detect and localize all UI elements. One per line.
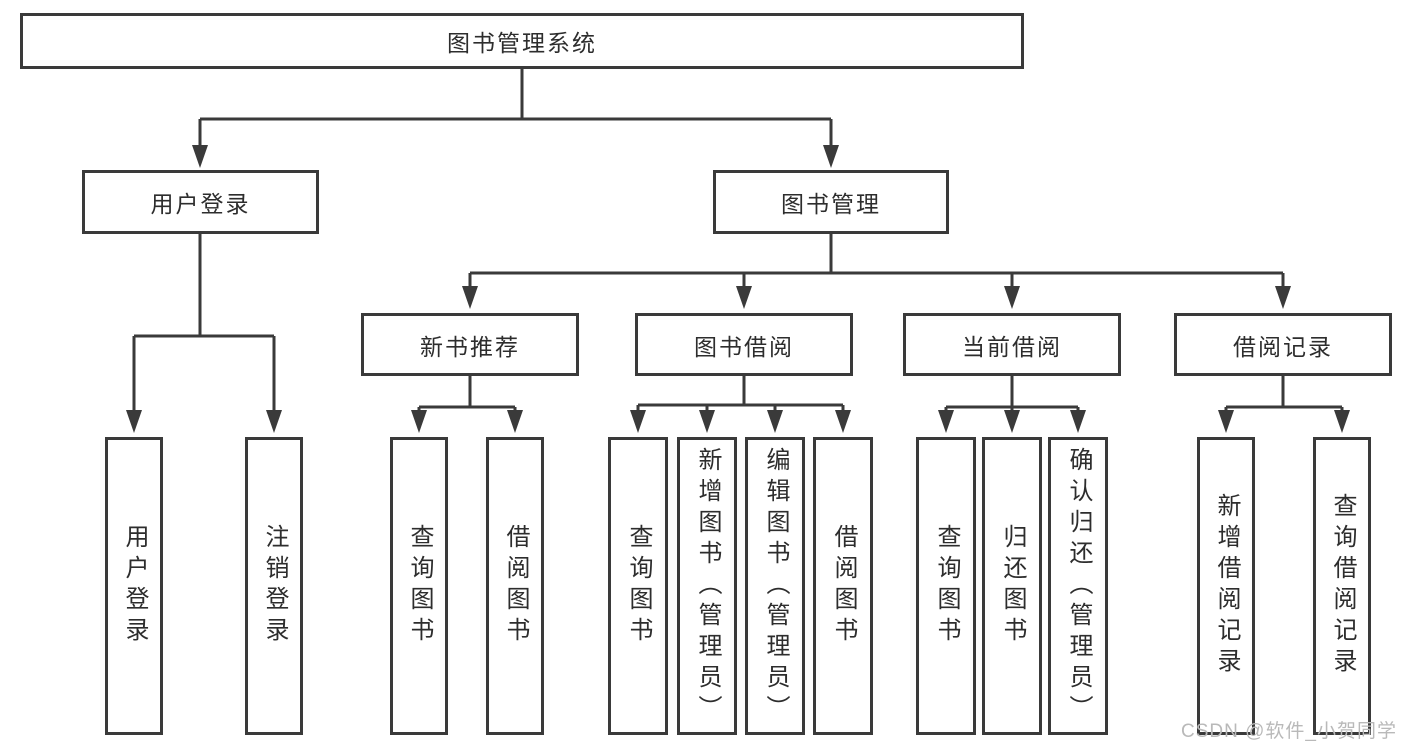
arrowhead — [1275, 286, 1291, 309]
leaf-return-book-label: 归还图书 — [999, 524, 1026, 648]
arrowhead — [1218, 410, 1234, 433]
node-root-system-label: 图书管理系统 — [447, 30, 597, 56]
arrowhead — [1334, 410, 1350, 433]
arrowhead — [767, 410, 783, 433]
leaf-edit-book-admin-label: 编辑图书（管理员） — [762, 446, 789, 726]
node-book-borrowing-label: 图书借阅 — [694, 333, 794, 360]
arrowhead — [835, 410, 851, 433]
connector-book-borrowing-to-leaves — [636, 376, 845, 412]
arrowhead — [938, 410, 954, 433]
leaf-add-borrow-record: 新增借阅记录 — [1197, 437, 1255, 735]
leaf-edit-book-admin: 编辑图书（管理员） — [745, 437, 805, 735]
arrowhead — [1004, 410, 1020, 433]
node-book-management: 图书管理 — [713, 170, 949, 234]
connector-root-to-level1 — [198, 69, 833, 147]
node-book-management-label: 图书管理 — [781, 191, 881, 217]
leaf-borrow-books-recommend: 借阅图书 — [486, 437, 544, 735]
leaf-query-books-recommend: 查询图书 — [390, 437, 448, 735]
leaf-add-borrow-record-label: 新增借阅记录 — [1213, 493, 1240, 679]
connector-borrow-records-to-leaves — [1224, 376, 1344, 412]
arrowhead — [462, 286, 478, 309]
arrowhead — [192, 145, 208, 168]
arrowhead — [411, 410, 427, 433]
leaf-user-login-label: 用户登录 — [121, 524, 148, 648]
csdn-watermark: CSDN @软件_小贺同学 — [1181, 721, 1397, 742]
leaf-query-books-recommend-label: 查询图书 — [406, 524, 433, 648]
connector-user-login-to-leaves — [132, 234, 276, 412]
arrowhead — [823, 145, 839, 168]
leaf-query-borrow-record-label: 查询借阅记录 — [1329, 493, 1356, 679]
leaf-return-book: 归还图书 — [982, 437, 1042, 735]
leaf-query-books-current: 查询图书 — [916, 437, 976, 735]
connector-current-borrowing-to-leaves — [944, 376, 1080, 412]
leaf-add-book-admin: 新增图书（管理员） — [677, 437, 737, 735]
leaf-borrow-books-borrowing-label: 借阅图书 — [830, 524, 857, 648]
arrowhead — [1004, 286, 1020, 309]
leaf-query-books-borrowing: 查询图书 — [608, 437, 668, 735]
leaf-confirm-return-admin: 确认归还（管理员） — [1048, 437, 1108, 735]
node-book-borrowing: 图书借阅 — [635, 313, 853, 376]
node-current-borrowing: 当前借阅 — [903, 313, 1121, 376]
leaf-add-book-admin-label: 新增图书（管理员） — [694, 446, 721, 726]
leaf-logout-label: 注销登录 — [261, 524, 288, 648]
node-borrowing-records: 借阅记录 — [1174, 313, 1392, 376]
leaf-confirm-return-admin-label: 确认归还（管理员） — [1065, 446, 1092, 726]
leaf-query-borrow-record: 查询借阅记录 — [1313, 437, 1371, 735]
node-user-login: 用户登录 — [82, 170, 319, 234]
leaf-query-books-borrowing-label: 查询图书 — [625, 524, 652, 648]
arrowhead — [699, 410, 715, 433]
arrowhead — [736, 286, 752, 309]
arrowhead — [1070, 410, 1086, 433]
arrowhead — [266, 410, 282, 433]
node-user-login-label: 用户登录 — [150, 191, 251, 217]
leaf-user-login: 用户登录 — [105, 437, 163, 735]
arrowhead — [126, 410, 142, 433]
leaf-logout: 注销登录 — [245, 437, 303, 735]
node-root-system: 图书管理系统 — [20, 13, 1024, 69]
leaf-borrow-books-recommend-label: 借阅图书 — [502, 524, 529, 648]
node-new-book-recommendation-label: 新书推荐 — [420, 333, 520, 360]
node-current-borrowing-label: 当前借阅 — [962, 333, 1062, 360]
arrowhead — [630, 410, 646, 433]
connector-book-management-to-level2 — [468, 234, 1285, 288]
node-new-book-recommendation: 新书推荐 — [361, 313, 579, 376]
leaf-query-books-current-label: 查询图书 — [933, 524, 960, 648]
connector-new-book-to-leaves — [417, 376, 517, 412]
arrowhead — [507, 410, 523, 433]
leaf-borrow-books-borrowing: 借阅图书 — [813, 437, 873, 735]
node-borrowing-records-label: 借阅记录 — [1233, 333, 1333, 360]
